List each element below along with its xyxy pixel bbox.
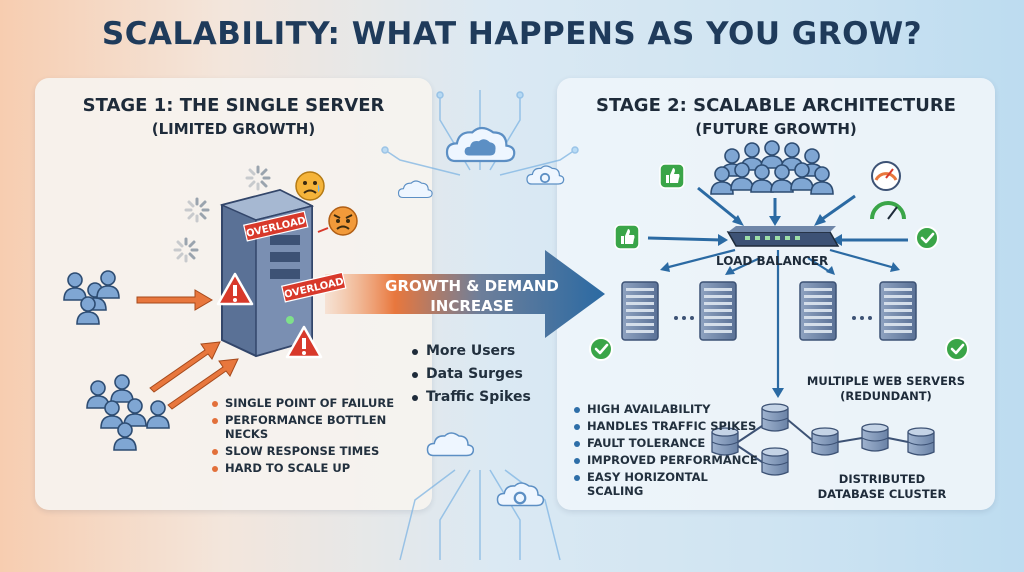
database-line2: DATABASE CLUSTER: [817, 487, 947, 501]
request-arrow: [136, 289, 213, 311]
demand-bullet-list: More Users Data Surges Traffic Spikes: [412, 343, 562, 412]
request-arrow-3: [167, 358, 239, 410]
growth-arrow-label: GROWTH & DEMAND INCREASE: [372, 276, 572, 316]
gauge-icon: [871, 161, 901, 191]
thumbs-up-icon: [659, 163, 685, 189]
demand-bullet: Data Surges: [412, 366, 562, 383]
growth-arrow-line2: INCREASE: [430, 297, 514, 315]
traffic-arrows: [647, 186, 908, 242]
stage1-bullet: SLOW RESPONSE TIMES: [212, 444, 402, 458]
small-cloud-icon: [397, 180, 433, 199]
cloud-icon: [445, 126, 516, 163]
database-cluster-label: DISTRIBUTED DATABASE CLUSTER: [812, 472, 952, 502]
check-icon-3: [944, 336, 970, 362]
stage2-subtitle: (FUTURE GROWTH): [695, 120, 857, 138]
stage2-bullet: EASY HORIZONTAL SCALING: [574, 470, 762, 498]
user-group-icon: [63, 270, 120, 325]
stage1-title: STAGE 1: THE SINGLE SERVER: [82, 95, 385, 116]
page-title: SCALABILITY: WHAT HAPPENS AS YOU GROW?: [101, 16, 923, 52]
web-server-4: [879, 281, 917, 341]
emoji-sad-icon: [295, 171, 325, 201]
stage1-bullet-list: SINGLE POINT OF FAILURE PERFORMANCE BOTT…: [212, 396, 402, 478]
growth-arrow: [325, 250, 605, 338]
cloud-gear-icon: [526, 165, 565, 185]
web-servers-line1: MULTIPLE WEB SERVERS: [806, 374, 966, 388]
load-balancer-icon: [726, 226, 840, 247]
user-crowd-icon: [710, 140, 834, 195]
web-servers-label: MULTIPLE WEB SERVERS (REDUNDANT): [796, 374, 976, 404]
spinner-icon: [173, 165, 271, 263]
stage1-bullet: PERFORMANCE BOTTLEN NECKS: [212, 413, 402, 441]
demand-bullet: Traffic Spikes: [412, 389, 562, 406]
check-icon: [914, 225, 940, 251]
emoji-angry-icon: [328, 206, 358, 236]
web-servers-line2: (REDUNDANT): [840, 389, 932, 403]
bottom-cloud-gear-icon: [496, 482, 545, 507]
web-server-3: [799, 281, 837, 341]
check-icon-2: [588, 336, 614, 362]
stage1-bullet: SINGLE POINT OF FAILURE: [212, 396, 402, 410]
stage1-bullet: HARD TO SCALE UP: [212, 461, 402, 475]
database-line1: DISTRIBUTED: [838, 472, 926, 486]
stage1-subtitle: (LIMITED GROWTH): [151, 120, 316, 138]
request-arrow-2: [149, 341, 221, 393]
growth-arrow-line1: GROWTH & DEMAND: [385, 277, 559, 295]
gauge-icon-2: [870, 201, 906, 220]
stage2-bullet: HANDLES TRAFFIC SPIKES: [574, 419, 762, 433]
stage2-bullet: HIGH AVAILABILITY: [574, 402, 762, 416]
distribution-arrows: [664, 248, 896, 392]
demand-bullet: More Users: [412, 343, 562, 360]
stage2-bullet: FAULT TOLERANCE: [574, 436, 762, 450]
load-balancer-label: LOAD BALANCER: [716, 254, 829, 268]
stage2-title: STAGE 2: SCALABLE ARCHITECTURE: [596, 95, 956, 116]
stage2-bullet: IMPROVED PERFORMANCE: [574, 453, 762, 467]
more-servers-dots: [674, 316, 872, 320]
database-links: [737, 419, 909, 463]
bottom-cloud-icon: [426, 432, 475, 457]
web-server-2: [699, 281, 737, 341]
thumbs-up-icon-2: [614, 224, 640, 250]
stage2-bullet-list: HIGH AVAILABILITY HANDLES TRAFFIC SPIKES…: [574, 402, 762, 501]
web-server-1: [621, 281, 659, 341]
